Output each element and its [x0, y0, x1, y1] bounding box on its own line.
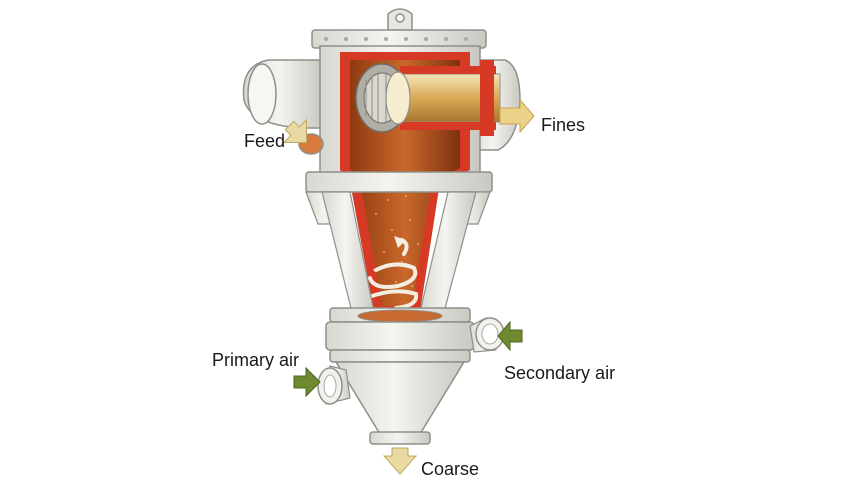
primary-air-label: Primary air	[212, 350, 300, 370]
secondary-air-chamber	[325, 307, 505, 363]
secondary-air-arrow	[497, 320, 523, 352]
primary-air-arrow	[293, 366, 321, 398]
secondary-air-label: Secondary air	[504, 363, 616, 383]
top-flange	[311, 29, 487, 49]
feed-scroll-housing	[242, 59, 323, 129]
coarse-label: Coarse	[421, 459, 480, 479]
feed-arrow	[282, 118, 307, 143]
fines-arrow	[499, 98, 535, 134]
lower-cone	[317, 361, 466, 445]
coarse-arrow	[382, 447, 418, 475]
lifting-lug	[387, 8, 413, 31]
feed-label: Feed	[244, 131, 286, 151]
fines-label: Fines	[541, 115, 586, 135]
fines-outlet-tube	[385, 60, 501, 136]
swirl-arrowhead	[394, 236, 406, 248]
